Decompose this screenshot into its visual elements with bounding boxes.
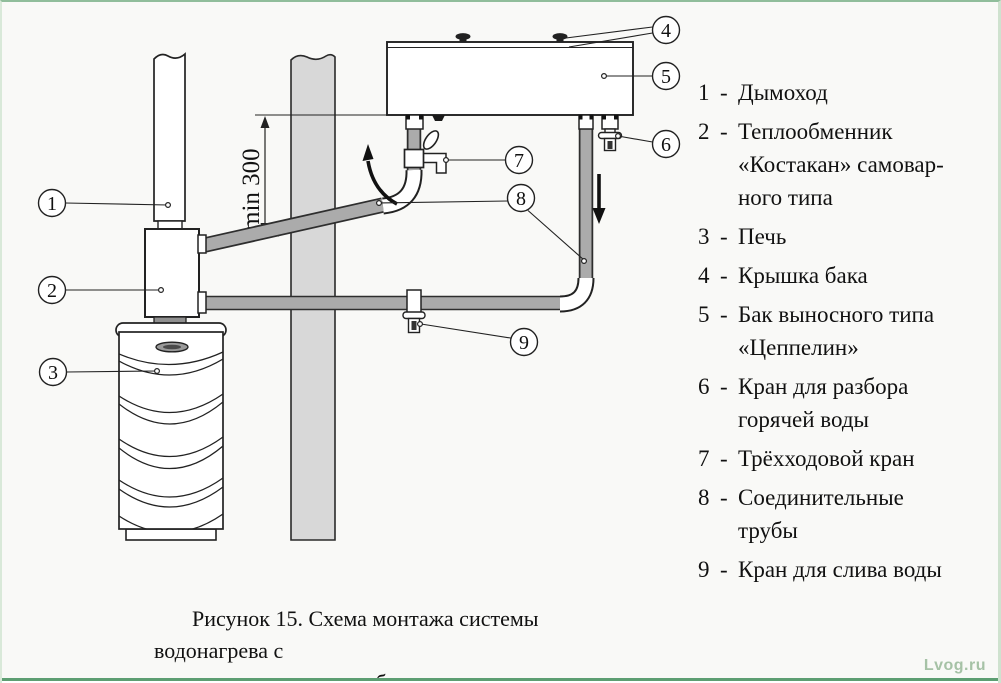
legend-text-continued: «Цеппелин»: [738, 335, 859, 360]
elbow-right: [559, 277, 595, 313]
legend-separator: -: [720, 374, 728, 399]
svg-text:7: 7: [514, 150, 524, 172]
legend-item-1: 1-Дымоход: [698, 76, 998, 109]
flow-arrow-down: [592, 174, 606, 224]
svg-text:1: 1: [47, 193, 57, 215]
bottom-border-line: [2, 678, 998, 681]
legend-text: Соединительные: [738, 485, 904, 510]
legend-text: Кран для слива воды: [738, 557, 942, 582]
callout-2: [37, 275, 67, 305]
svg-text:4: 4: [661, 20, 671, 42]
legend-text-continued: горячей воды: [738, 407, 869, 432]
legend-number: 8: [698, 485, 710, 510]
legend-item-3: 3-Печь: [698, 220, 998, 253]
svg-text:5: 5: [661, 66, 671, 88]
legend-item-4: 4-Крышка бака: [698, 259, 998, 292]
callout-3: [38, 357, 68, 387]
chimney-collar: [157, 220, 183, 230]
svg-text:2: 2: [47, 280, 57, 302]
callout-4: [651, 15, 681, 45]
svg-text:8: 8: [516, 188, 526, 210]
legend-number: 9: [698, 557, 710, 582]
legend-separator: -: [720, 80, 728, 105]
legend-text: Трёхходовой кран: [738, 446, 915, 471]
svg-text:6: 6: [661, 134, 671, 156]
three-way-valve: [403, 130, 447, 174]
drain-valve: [402, 289, 426, 334]
svg-text:3: 3: [48, 362, 58, 384]
legend-item-6: 6-Кран для разбора горячей воды: [698, 370, 998, 436]
chimney: [153, 52, 186, 222]
stove: [115, 316, 227, 541]
watermark: Lvog.ru: [923, 657, 986, 674]
svg-text:9: 9: [519, 332, 529, 354]
legend-number: 1: [698, 80, 710, 105]
callout-9: [509, 327, 539, 357]
heat-exchanger-stub-top: [197, 234, 207, 254]
legend-item-2: 2-Теплообменник «Костакан» самовар-ного т…: [698, 115, 998, 214]
legend-text-continued: ного типа: [738, 185, 833, 210]
legend-separator: -: [720, 446, 728, 471]
flow-arrow-up: [362, 144, 398, 206]
legend-text: Печь: [738, 224, 787, 249]
pipe-hot-diagonal: [203, 197, 385, 253]
legend-number: 6: [698, 374, 710, 399]
legend-text: Дымоход: [738, 80, 828, 105]
legend-text: Теплообменник: [738, 119, 893, 144]
bottom-border-white: [2, 681, 998, 683]
legend-separator: -: [720, 263, 728, 288]
heat-exchanger: [144, 228, 200, 318]
legend-number: 7: [698, 446, 710, 471]
legend-text: Бак выносного типа: [738, 302, 935, 327]
elbow-left: [381, 169, 423, 215]
tank: [386, 33, 634, 130]
legend-number: 3: [698, 224, 710, 249]
callout-5: [651, 61, 681, 91]
hot-water-tap: [597, 128, 623, 152]
legend-text-continued: трубы: [738, 518, 798, 543]
legend-separator: -: [720, 119, 728, 144]
callout-8: [506, 183, 536, 213]
legend-number: 4: [698, 263, 710, 288]
callout-6: [651, 129, 681, 159]
heat-exchanger-stub-bottom: [197, 291, 207, 314]
legend-number: 2: [698, 119, 710, 144]
caption-line-1: Рисунок 15. Схема монтажа системы водона…: [154, 606, 539, 663]
installation-diagram: min 300: [37, 15, 681, 541]
legend-separator: -: [720, 302, 728, 327]
legend-item-5: 5-Бак выносного типа «Цеппелин»: [698, 298, 998, 364]
legend-text: Кран для разбора: [738, 374, 909, 399]
stove-wave-pattern: [119, 351, 223, 529]
tank-lid-knobs: [455, 33, 568, 43]
callout-dots: [154, 72, 621, 375]
legend-item-9: 9-Кран для слива воды: [698, 553, 998, 586]
legend-number: 5: [698, 302, 710, 327]
legend-separator: -: [720, 224, 728, 249]
dimension-label: min 300: [238, 148, 265, 231]
callout-numbers: 1 2 3 4 5 6 7 8 9: [47, 20, 671, 384]
figure-caption: Рисунок 15. Схема монтажа системы водона…: [154, 603, 644, 683]
legend-text-continued: «Костакан» самовар-: [738, 152, 944, 177]
legend-separator: -: [720, 485, 728, 510]
legend-separator: -: [720, 557, 728, 582]
legend-item-8: 8-Соединительные трубы: [698, 481, 998, 547]
legend-item-7: 7-Трёхходовой кран: [698, 442, 998, 475]
legend-text: Крышка бака: [738, 263, 868, 288]
callout-circles: [37, 15, 681, 387]
callout-1: [37, 188, 67, 218]
callout-leaders: [65, 26, 653, 373]
callout-7: [504, 145, 534, 175]
